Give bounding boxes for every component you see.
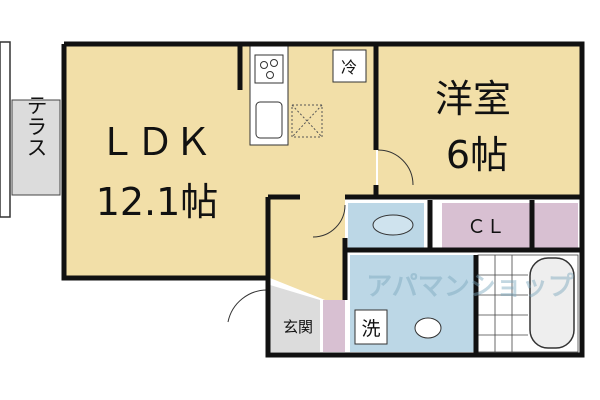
kitchen-sink-icon (255, 101, 283, 139)
western-room-floor (378, 44, 580, 195)
terrace-label: テラス (24, 95, 48, 158)
closet-floor (442, 203, 530, 248)
burner-icon (270, 59, 278, 67)
door-swing (312, 204, 346, 238)
western-room-size: 6帖 (446, 133, 508, 177)
shoe-closet (323, 300, 345, 352)
entrance-label: 玄関 (283, 318, 313, 336)
ldk-floor (64, 44, 376, 278)
ldk-size: 12.1帖 (96, 180, 219, 224)
burner-icon (266, 71, 274, 79)
sink-icon (414, 317, 442, 339)
door-swing (227, 289, 269, 323)
closet-extra (534, 203, 578, 248)
washer-box (354, 309, 388, 345)
entrance-floor (270, 285, 320, 352)
burner-icon (260, 61, 268, 69)
fridge-box (332, 49, 367, 83)
ldk-label: ＬＤＫ (98, 120, 212, 164)
toilet-icon (372, 214, 414, 236)
terrace-outline (0, 41, 11, 218)
walls (61, 41, 585, 358)
fridge-label: 冷 (341, 58, 357, 77)
washer-label: 洗 (361, 318, 380, 340)
door-swing (377, 149, 414, 186)
bathtub-icon (529, 257, 575, 349)
hood-box (291, 104, 323, 138)
hallway-floor (270, 197, 345, 300)
watermark: アパマンショップ (366, 272, 574, 302)
terrace-area (11, 99, 61, 196)
closet-label: ＣＬ (467, 216, 505, 238)
western-room-label: 洋室 (435, 77, 511, 121)
